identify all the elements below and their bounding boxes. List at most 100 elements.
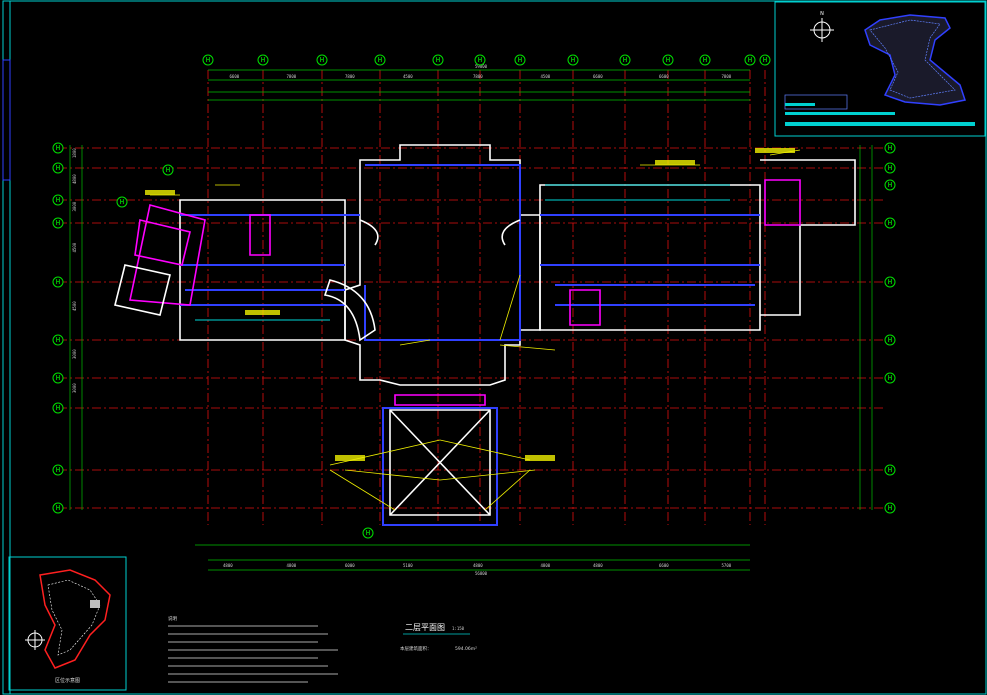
- axis-bubble-top: H: [202, 54, 214, 66]
- svg-text:H: H: [56, 504, 60, 512]
- annotations: [145, 148, 801, 511]
- axis-bubble-right: H: [884, 276, 896, 288]
- axis-bubble-top: H: [474, 54, 486, 66]
- dimension-lines: 59800 56800 6600 7800 7800 4500 7800 4500 6600…: [69, 64, 873, 576]
- axis-bubble-top: H: [316, 54, 328, 66]
- dimension-value-bottom: 4800: [473, 563, 483, 568]
- key-plan-label: 区位示意图: [55, 677, 80, 684]
- axis-bubble-left: H: [52, 502, 64, 514]
- svg-text:H: H: [888, 219, 892, 227]
- dimension-value-left: 1800: [72, 148, 77, 158]
- svg-text:H: H: [56, 374, 60, 382]
- axis-bubble-left: H: [52, 334, 64, 346]
- dimension-value-top: 6600: [230, 74, 240, 79]
- axis-bubble-top: H: [514, 54, 526, 66]
- svg-text:H: H: [120, 198, 124, 206]
- drawing-title: 二层平面图: [405, 623, 445, 632]
- axis-bubble-top: H: [662, 54, 674, 66]
- axis-bubble-top: H: [619, 54, 631, 66]
- svg-text:H: H: [366, 529, 370, 537]
- dimension-value-left: 4800: [72, 174, 77, 184]
- axis-grid: [58, 70, 885, 525]
- location-key-plan-bottom: 区位示意图: [8, 556, 127, 691]
- axis-bubble-left: H: [52, 464, 64, 476]
- axis-bubble-bottom: H: [362, 527, 374, 539]
- axis-bubble-right: H: [884, 464, 896, 476]
- axis-bubble-left: H: [52, 276, 64, 288]
- axis-bubble-left: H: [52, 142, 64, 154]
- axis-bubble-top: H: [374, 54, 386, 66]
- axis-bubble-top: H: [744, 54, 756, 66]
- svg-text:H: H: [888, 336, 892, 344]
- axis-bubble-left: H: [52, 194, 64, 206]
- dimension-value-top: 7800: [345, 74, 355, 79]
- dimension-value-top: 4500: [403, 74, 413, 79]
- svg-text:H: H: [888, 181, 892, 189]
- svg-text:H: H: [261, 56, 265, 64]
- svg-text:H: H: [888, 466, 892, 474]
- svg-text:H: H: [623, 56, 627, 64]
- axis-bubble-right: H: [884, 142, 896, 154]
- dimension-value-left: 3000: [72, 201, 77, 211]
- dimension-value-bottom: 4800: [541, 563, 551, 568]
- svg-text:H: H: [56, 219, 60, 227]
- title-block: 二层平面图 1:150 本层建筑面积： 594.06m²: [400, 623, 477, 652]
- dimension-value-top: 7800: [473, 74, 483, 79]
- svg-text:H: H: [56, 278, 60, 286]
- dimension-value-top: 4500: [541, 74, 551, 79]
- dimension-value-top: 7800: [722, 74, 732, 79]
- north-label-top: N: [820, 11, 824, 17]
- axis-bubble-left: H: [52, 372, 64, 384]
- axis-bubble-right: H: [884, 162, 896, 174]
- svg-text:H: H: [888, 164, 892, 172]
- total-dim-bottom: 56800: [475, 571, 488, 576]
- svg-text:H: H: [888, 278, 892, 286]
- svg-text:H: H: [56, 466, 60, 474]
- svg-text:H: H: [320, 56, 324, 64]
- svg-text:H: H: [763, 56, 767, 64]
- svg-text:H: H: [703, 56, 707, 64]
- dimension-value-left: 4500: [72, 242, 77, 252]
- dimension-value-bottom: 5700: [722, 563, 732, 568]
- svg-text:H: H: [666, 56, 670, 64]
- axis-bubble-left: H: [162, 164, 174, 176]
- svg-text:H: H: [888, 504, 892, 512]
- axis-bubble-left: H: [52, 162, 64, 174]
- svg-text:H: H: [888, 374, 892, 382]
- location-key-plan-top: N: [774, 1, 986, 137]
- dimension-value-left: 4500: [72, 301, 77, 311]
- svg-text:H: H: [571, 56, 575, 64]
- svg-text:H: H: [478, 56, 482, 64]
- svg-text:H: H: [166, 166, 170, 174]
- svg-text:H: H: [518, 56, 522, 64]
- dimension-value-bottom: 6000: [345, 563, 355, 568]
- dimension-value-top: 6600: [659, 74, 669, 79]
- dimension-value-left: 3000: [72, 383, 77, 393]
- area-value: 594.06m²: [455, 646, 477, 652]
- dimension-value-left: 3000: [72, 349, 77, 359]
- svg-text:H: H: [748, 56, 752, 64]
- svg-text:H: H: [206, 56, 210, 64]
- axis-bubble-right: H: [884, 334, 896, 346]
- dimension-value-bottom: 4800: [593, 563, 603, 568]
- svg-text:H: H: [378, 56, 382, 64]
- axis-bubble-top: H: [567, 54, 579, 66]
- axis-bubble-left: H: [52, 402, 64, 414]
- svg-text:H: H: [56, 164, 60, 172]
- dimension-value-bottom: 4800: [223, 563, 233, 568]
- svg-text:H: H: [436, 56, 440, 64]
- building-walls: [114, 144, 856, 526]
- axis-bubble-right: H: [884, 217, 896, 229]
- dimension-value-bottom: 6600: [659, 563, 669, 568]
- svg-text:H: H: [888, 144, 892, 152]
- left-strip-marker: [2, 59, 11, 181]
- dimension-value-bottom: 5100: [403, 563, 413, 568]
- svg-text:H: H: [56, 196, 60, 204]
- dimension-value-top: 7800: [287, 74, 297, 79]
- total-dim-top: 59800: [475, 64, 488, 69]
- axis-bubble-left: H: [116, 196, 128, 208]
- svg-text:H: H: [56, 336, 60, 344]
- drawing-scale: 1:150: [452, 626, 465, 631]
- axis-bubble-left: H: [52, 217, 64, 229]
